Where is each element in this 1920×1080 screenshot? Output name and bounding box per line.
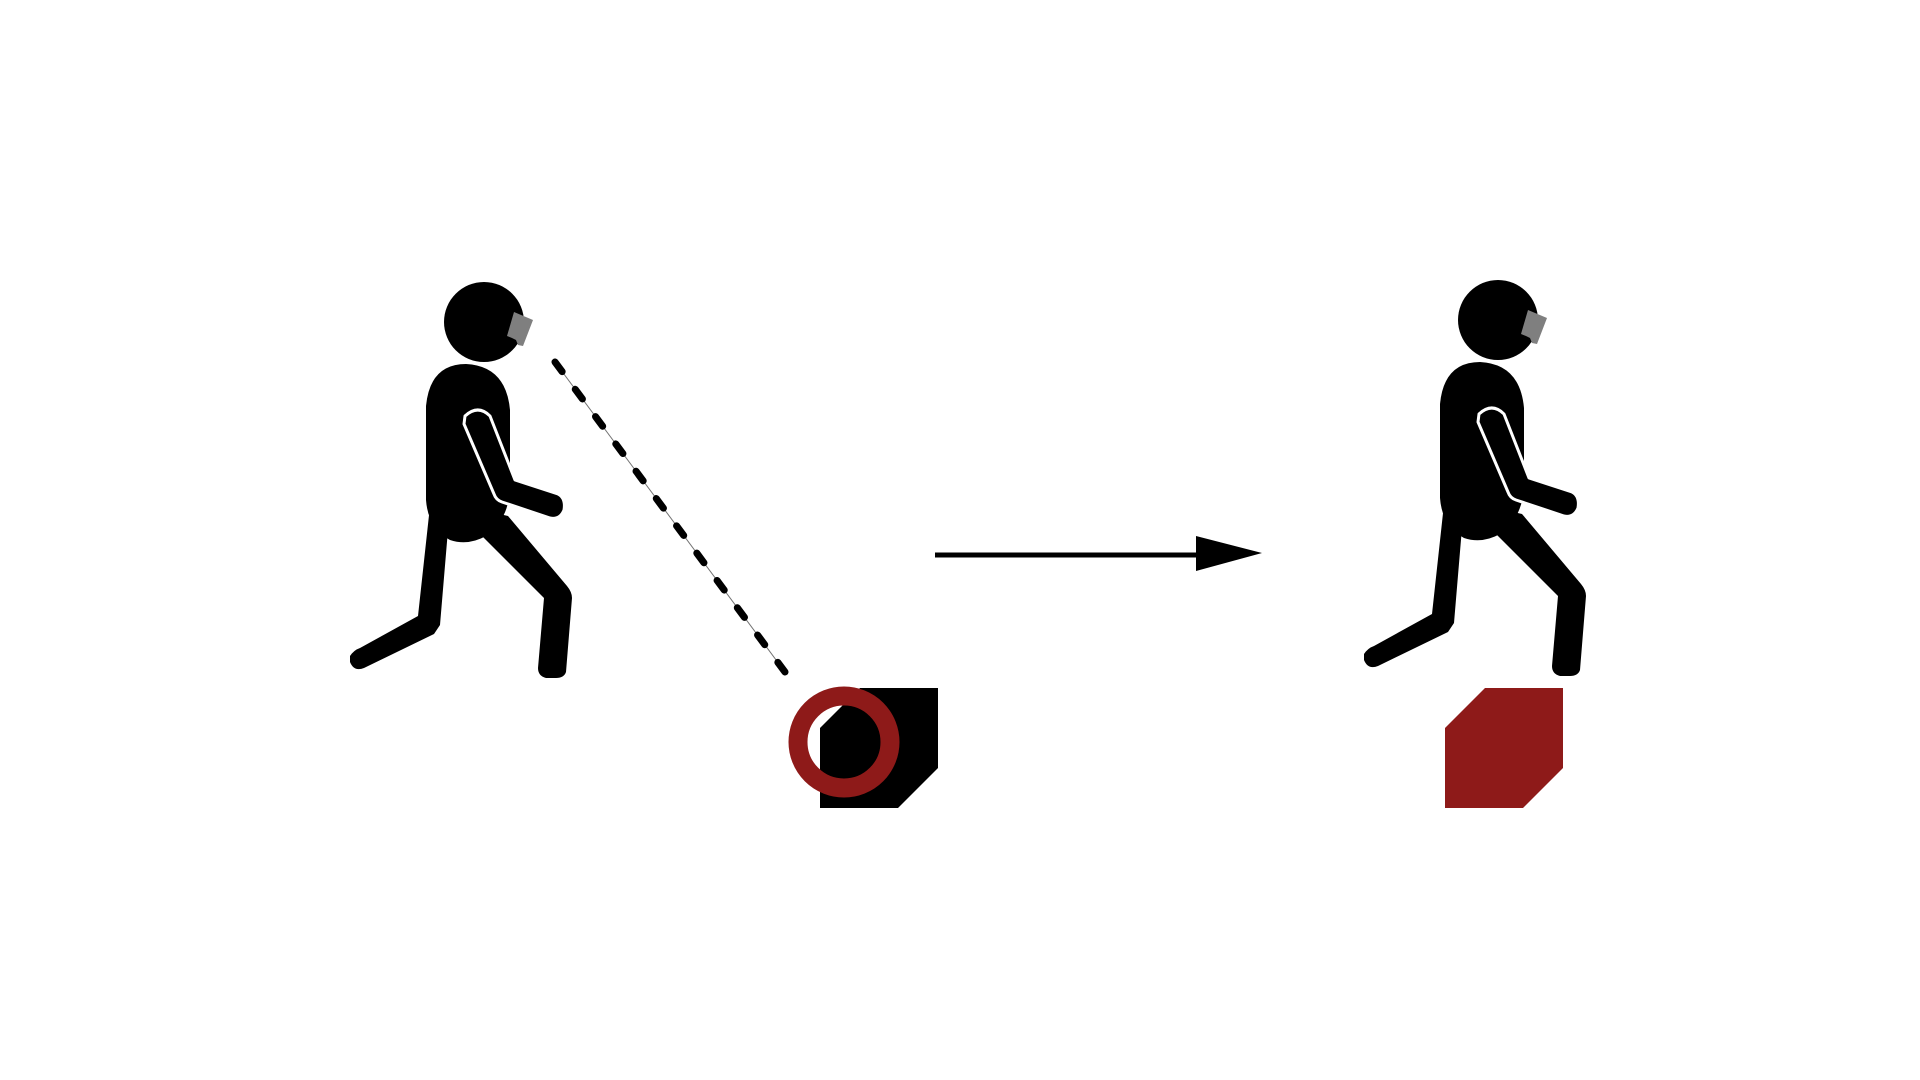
person-figure-icon (1362, 278, 1588, 678)
highlighted-cube-icon (1445, 688, 1563, 808)
person-figure-icon (348, 280, 574, 680)
target-ring-icon (788, 686, 900, 798)
gaze-dashed-line (551, 358, 789, 676)
panel-before (348, 280, 938, 808)
transition-arrow-icon (935, 536, 1262, 571)
panel-after (1362, 278, 1588, 808)
